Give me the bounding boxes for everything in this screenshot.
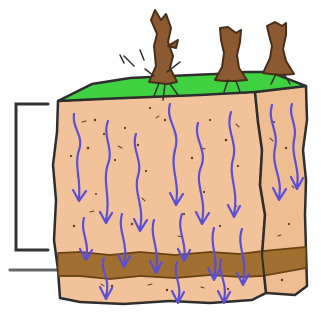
tree-stump-icon (149, 10, 178, 84)
soil-block (53, 72, 307, 304)
tree-stump-icon (263, 22, 294, 75)
tree-trunks (149, 10, 294, 84)
tree-stump-icon (215, 27, 247, 81)
bracket-icon (16, 104, 48, 250)
